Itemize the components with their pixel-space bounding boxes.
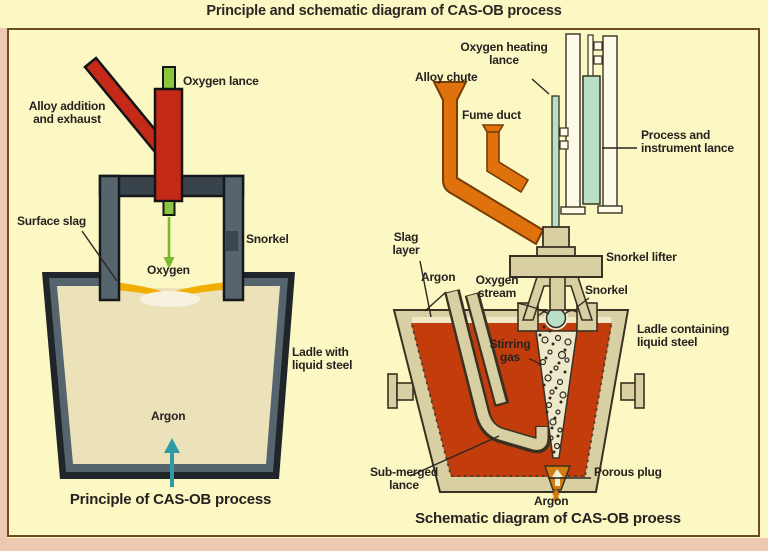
guide-lance-1-foot xyxy=(560,206,586,215)
page-title: Principle and schematic diagram of CAS-O… xyxy=(206,3,562,19)
label-ladle-containing: Ladle containing liquid steel xyxy=(637,322,730,349)
stirring-gas-leader-line xyxy=(528,358,542,367)
fume-duct-tube xyxy=(486,131,530,194)
left-oxygen-lance xyxy=(83,56,184,216)
oxygen-stream-bubble xyxy=(545,307,567,329)
page-edge-left xyxy=(0,28,7,538)
slag-wisps xyxy=(103,281,240,299)
snorkel-bell xyxy=(521,276,594,321)
label-snorkel-lifter: Snorkel lifter xyxy=(606,250,677,264)
snorkel-lifter-bar xyxy=(509,255,603,278)
lance-bottom-tip xyxy=(162,200,176,216)
snorkel-center-tube xyxy=(549,276,566,311)
label-submerged-lance: Sub-merged lance xyxy=(369,465,438,492)
surface-slag-leader-line xyxy=(81,230,118,282)
label-oxygen: Oxygen xyxy=(147,263,190,277)
stirring-gas-dots xyxy=(538,325,567,454)
process-instrument-lance xyxy=(582,75,601,205)
label-snorkel-left: Snorkel xyxy=(246,232,289,246)
snorkel-interior-gap xyxy=(119,266,224,288)
label-slag-layer: Slag layer xyxy=(392,230,420,257)
rod-clamp-2 xyxy=(593,55,603,65)
caption-schematic: Schematic diagram of CAS-OB proess xyxy=(415,510,681,527)
lance-clamp-1 xyxy=(559,127,569,137)
stirring-gas-plume xyxy=(535,323,578,459)
label-argon-bottom: Argon xyxy=(534,494,569,508)
label-porous-plug: Porous plug xyxy=(594,465,662,479)
left-ladle-liquid-steel xyxy=(57,286,280,464)
slag-splash xyxy=(140,291,200,307)
label-fume-duct: Fume duct xyxy=(462,108,521,122)
lance-clamp-2 xyxy=(559,140,569,150)
label-alloy-addition: Alloy addition and exhaust xyxy=(28,99,106,126)
left-oxygen-arrow xyxy=(163,217,175,269)
oxygen-heating-lance xyxy=(551,95,560,233)
label-stirring-gas: Stirring gas xyxy=(489,337,531,364)
snorkel-lifter-assembly xyxy=(509,226,603,278)
left-ladle xyxy=(42,272,295,479)
alloy-chute-and-fume-duct xyxy=(432,81,545,246)
left-trunnion-plate xyxy=(387,373,398,409)
right-trunnion-plate xyxy=(634,373,645,409)
lance-body xyxy=(153,87,184,203)
submerged-lance xyxy=(444,289,551,454)
label-oxygen-stream: Oxygen stream xyxy=(475,273,519,300)
rod-clamp-1 xyxy=(593,41,603,51)
caption-principle: Principle of CAS-OB process xyxy=(69,491,272,508)
lance-top-tip xyxy=(162,66,176,92)
left-surface-slag xyxy=(103,281,240,307)
diagram-border-panel xyxy=(7,28,760,537)
label-argon-left: Argon xyxy=(151,409,186,423)
label-surface-slag: Surface slag xyxy=(17,214,86,228)
alloy-chute-tube xyxy=(432,81,545,246)
label-oxygen-lance: Oxygen lance xyxy=(183,74,259,88)
right-leader-lines xyxy=(409,78,637,479)
snorkel-left-wall xyxy=(98,174,121,302)
left-trunnion-pin xyxy=(396,382,414,401)
left-argon-arrow xyxy=(164,438,180,487)
label-process-instrument-lance: Process and instrument lance xyxy=(641,128,734,155)
right-snorkel-assembly xyxy=(517,276,598,332)
argon-feed-arrow xyxy=(552,489,560,501)
label-argon-top: Argon xyxy=(421,270,456,284)
guide-lance-1 xyxy=(565,33,581,211)
bubble-cone xyxy=(535,330,578,459)
label-ladle-with-liquid-steel: Ladle with liquid steel xyxy=(292,345,353,372)
snorkel-wall-patch xyxy=(226,231,238,251)
oxygen-heating-leader-line xyxy=(531,78,550,95)
page-edge-bottom xyxy=(0,538,768,551)
lance-rod xyxy=(587,34,594,78)
fume-duct-mouth xyxy=(481,124,505,133)
guide-lance-2-foot xyxy=(597,205,623,214)
oxygen-stream-leader-line xyxy=(516,302,550,315)
guide-lance-2 xyxy=(602,35,618,209)
snorkel-leader-line xyxy=(576,297,590,308)
argon-top-leader-line xyxy=(424,291,447,312)
label-alloy-chute: Alloy chute xyxy=(415,70,478,84)
label-oxygen-heating-lance: Oxygen heating lance xyxy=(460,40,548,67)
submerged-lance-leader-line xyxy=(409,435,500,477)
lance-rack xyxy=(551,33,623,233)
label-snorkel-right: Snorkel xyxy=(585,283,628,297)
